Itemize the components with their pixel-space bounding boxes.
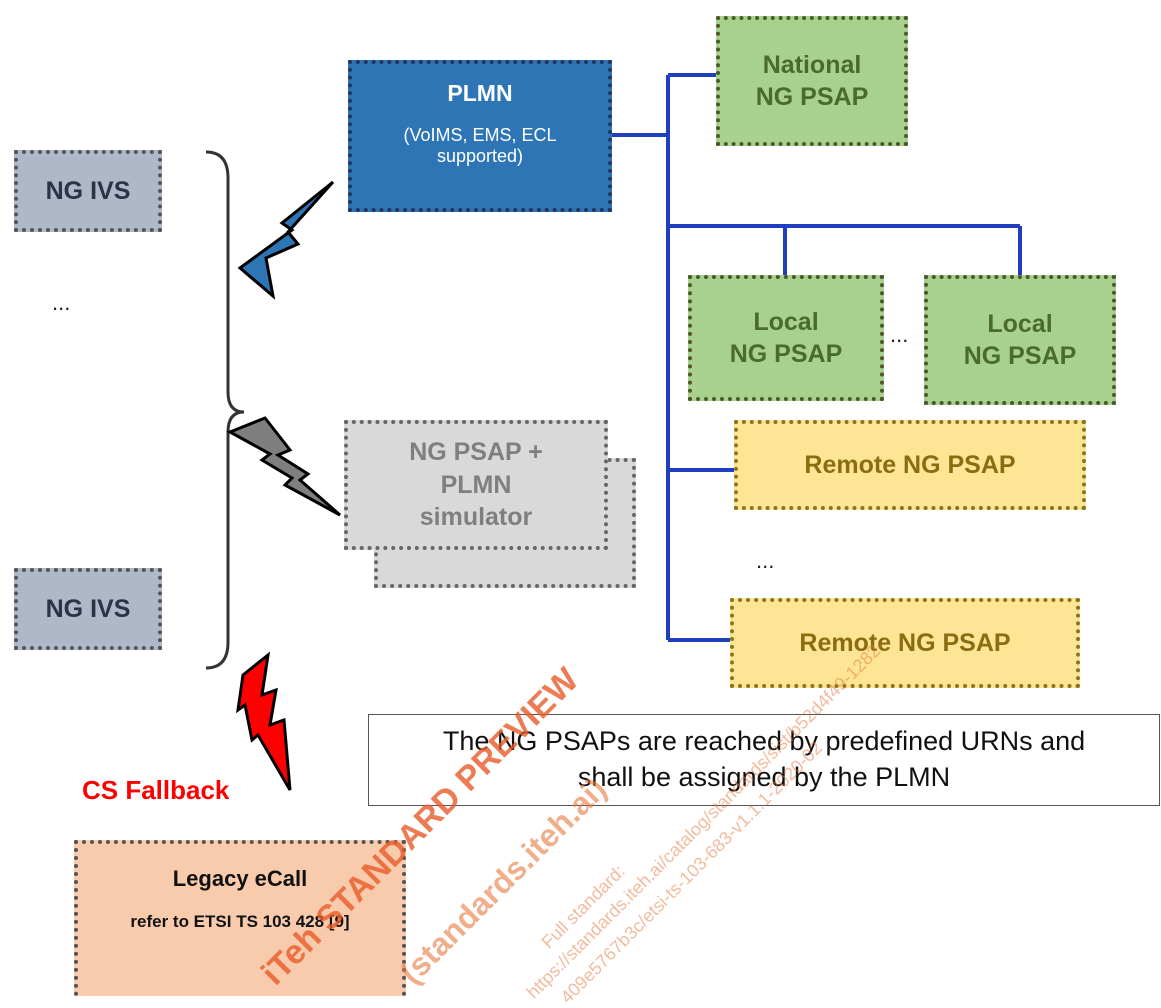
national-psap-line-2: NG PSAP (755, 83, 869, 111)
local-psap-line-2: NG PSAP (963, 342, 1077, 370)
remote-psap-label: Remote NG PSAP (804, 450, 1016, 479)
simulator-line-3: simulator (419, 503, 533, 532)
cs-fallback-label: CS Fallback (82, 775, 230, 805)
plmn-box: PLMN (VoIMS, EMS, ECL supported) (348, 60, 612, 212)
lightning-bolt-blue-icon (237, 180, 335, 300)
national-ng-psap-box: National NG PSAP (716, 16, 908, 146)
remote-psap-label: Remote NG PSAP (799, 628, 1011, 657)
lightning-bolt-red-icon (236, 651, 292, 791)
psap-connectors (612, 73, 1022, 642)
note-line-1: The NG PSAPs are reached by predefined U… (442, 726, 1086, 757)
local-ng-psap-box-2: Local NG PSAP (924, 275, 1116, 405)
plmn-title: PLMN (447, 80, 513, 106)
local-psap-line-2: NG PSAP (729, 340, 843, 368)
local-ng-psap-box-1: Local NG PSAP (688, 275, 884, 401)
urn-note-box: The NG PSAPs are reached by predefined U… (368, 714, 1160, 806)
ng-psap-plmn-simulator-box: NG PSAP + PLMN simulator (344, 420, 608, 550)
legacy-ecall-title: Legacy eCall (172, 866, 308, 891)
local-psap-line-1: Local (987, 309, 1053, 338)
plmn-subtitle-line-1: (VoIMS, EMS, ECL (403, 125, 557, 145)
remote-ng-psap-box-2: Remote NG PSAP (730, 598, 1080, 688)
ng-ivs-label: NG IVS (45, 594, 131, 623)
simulator-line-1: NG PSAP + (409, 438, 543, 467)
national-psap-line-1: National (762, 50, 862, 79)
plmn-subtitle-line-2: supported) (436, 146, 524, 166)
legacy-ecall-subtitle: refer to ETSI TS 103 428 [9] (130, 912, 350, 931)
ivs-brace (205, 150, 245, 670)
local-psap-ellipsis: ... (890, 322, 909, 347)
ng-ivs-box-bottom: NG IVS (14, 568, 162, 650)
ng-ivs-box-top: NG IVS (14, 150, 162, 232)
remote-psap-ellipsis: ... (756, 548, 775, 573)
ng-ivs-label: NG IVS (45, 176, 131, 205)
remote-ng-psap-box-1: Remote NG PSAP (734, 420, 1086, 510)
lightning-bolt-grey-icon (226, 416, 341, 517)
ivs-ellipsis: ... (52, 290, 71, 315)
legacy-ecall-box: Legacy eCall refer to ETSI TS 103 428 [9… (74, 840, 406, 996)
simulator-line-2: PLMN (440, 470, 512, 499)
note-line-2: shall be assigned by the PLMN (577, 762, 951, 792)
local-psap-line-1: Local (753, 307, 819, 336)
